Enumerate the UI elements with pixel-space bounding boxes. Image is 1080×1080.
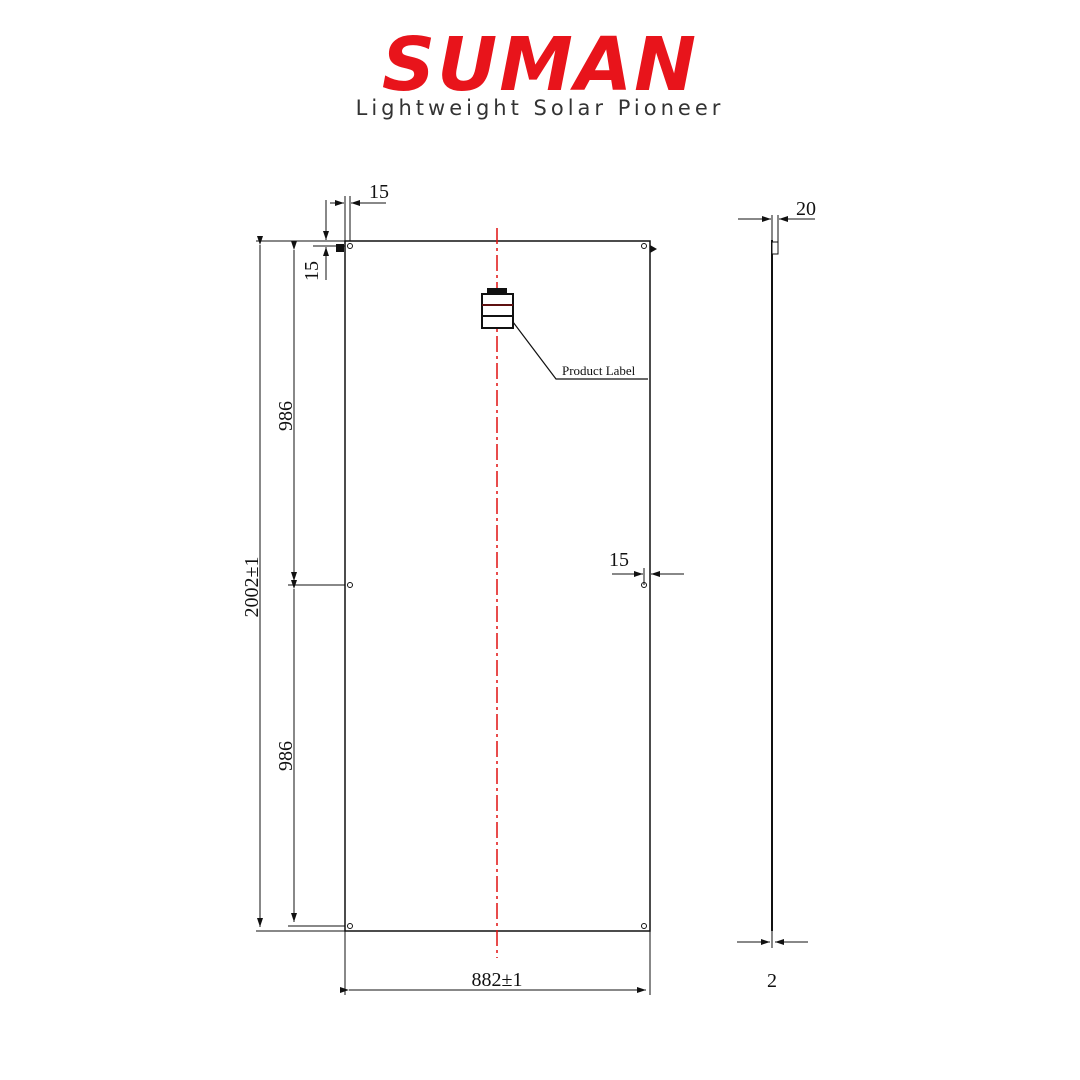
- top-left-horizontal-label: 15: [369, 181, 389, 203]
- overall-width-label: 882±1: [472, 969, 523, 991]
- product-label-box: [481, 288, 514, 329]
- brand-tagline: Lightweight Solar Pioneer: [355, 96, 725, 120]
- connector-right-icon: [650, 245, 657, 253]
- side-top-label: 20: [796, 198, 816, 220]
- product-label-text: Product Label: [562, 363, 636, 378]
- connector-icon: [336, 244, 344, 252]
- brand-name: SUMAN: [382, 28, 698, 98]
- lower-hole-spacing-label: 986: [275, 741, 297, 771]
- top-left-vertical-label: 15: [301, 261, 323, 281]
- overall-height-label: 2002±1: [241, 557, 263, 618]
- upper-hole-spacing-label: 986: [275, 401, 297, 431]
- suman-logo-icon: SUMAN: [382, 22, 698, 108]
- panel-side-view: [771, 215, 779, 948]
- product-label-leader: [512, 321, 648, 380]
- brand-logo: SUMAN: [0, 22, 1080, 108]
- thickness-label: 2: [767, 970, 777, 992]
- right-edge-offset-label: 15: [609, 549, 629, 571]
